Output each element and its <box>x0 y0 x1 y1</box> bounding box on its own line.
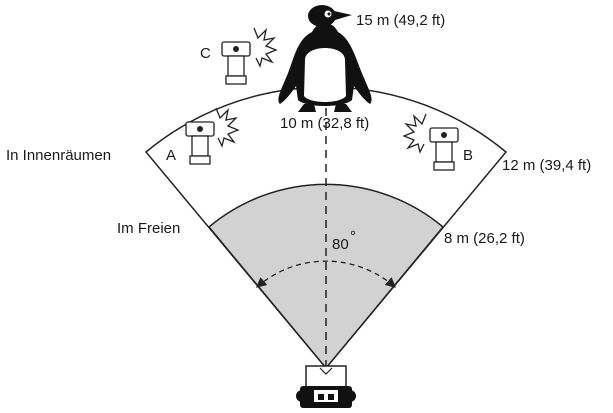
camera-icon <box>296 365 356 408</box>
flash-unit-icon <box>185 107 240 165</box>
label-distance-12m: 12 m (39,4 ft) <box>502 157 591 174</box>
label-distance-15m: 15 m (49,2 ft) <box>356 12 445 29</box>
label-distance-10m: 10 m (32,8 ft) <box>280 115 369 132</box>
angle-arc <box>256 260 396 288</box>
label-flash-b: B <box>463 147 473 164</box>
label-indoor: In Innenräumen <box>6 147 111 164</box>
label-flash-c: C <box>200 45 211 62</box>
flash-unit-icon <box>221 27 278 85</box>
penguin-icon <box>278 5 372 112</box>
label-distance-8m: 8 m (26,2 ft) <box>444 230 525 247</box>
label-angle: 80 <box>332 236 349 253</box>
label-outdoor: Im Freien <box>117 220 180 237</box>
flash-unit-icon <box>402 113 459 171</box>
label-angle-unit: ° <box>350 228 356 245</box>
label-flash-a: A <box>166 147 176 164</box>
